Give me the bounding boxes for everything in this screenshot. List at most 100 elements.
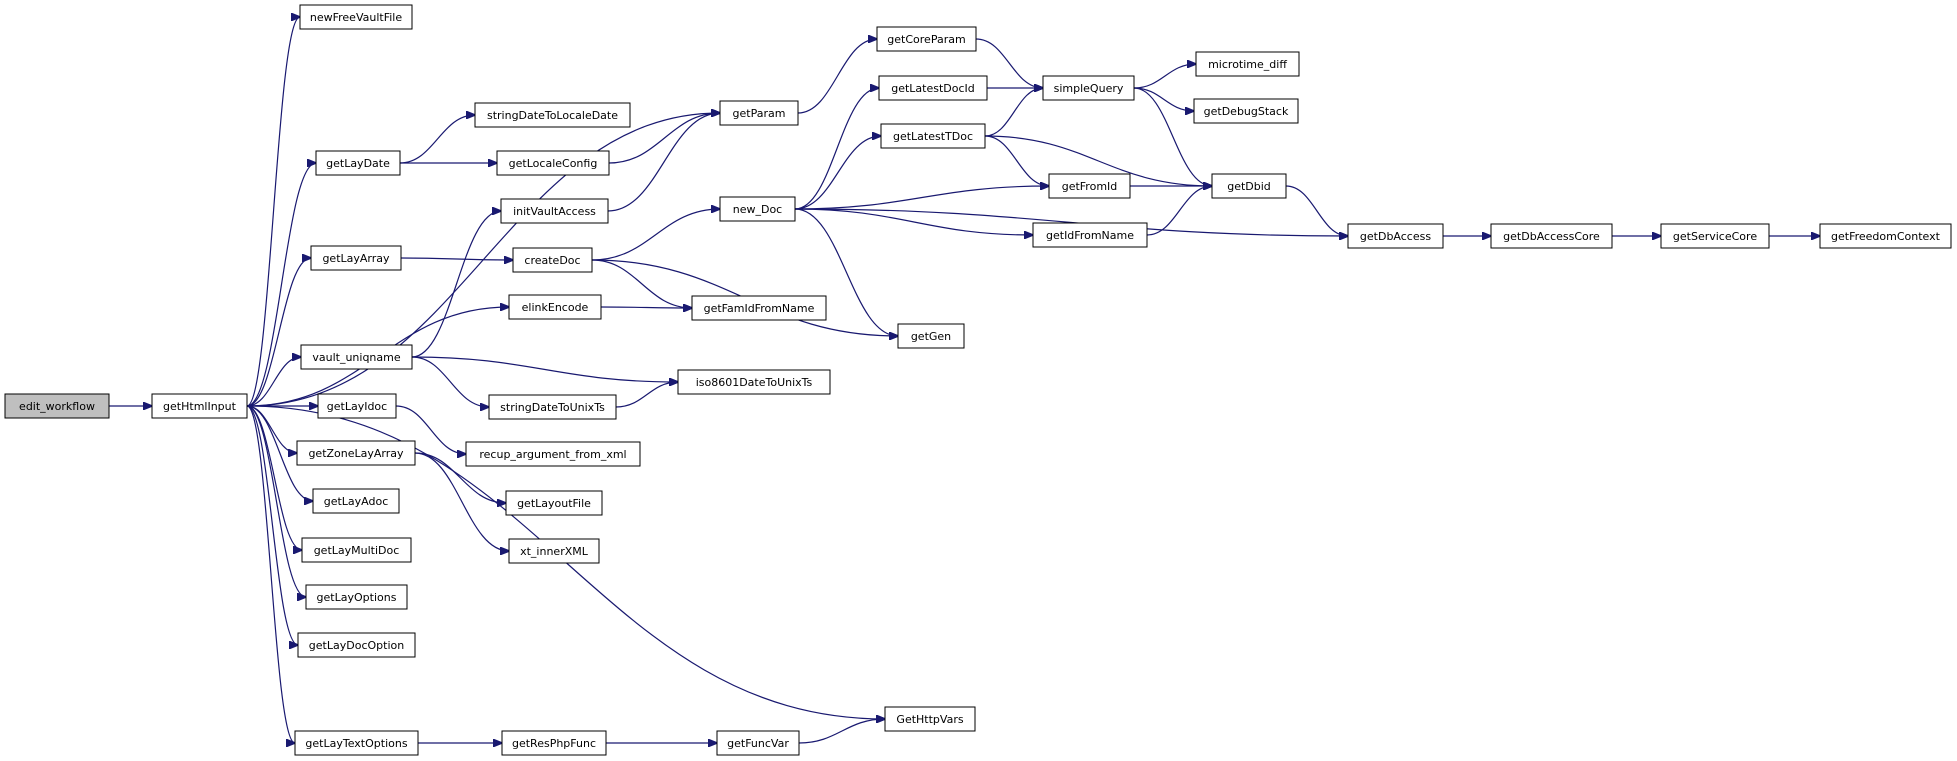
node-box xyxy=(897,323,965,349)
edge-getlatesttdoc-to-getfromid xyxy=(984,135,1049,186)
edge-createdoc-to-getfamidfromname xyxy=(591,259,692,308)
node-box xyxy=(719,100,799,126)
node-iso8601datetounixts[interactable]: iso8601DateToUnixTs xyxy=(677,369,831,395)
node-getlocaleconfig[interactable]: getLocaleConfig xyxy=(496,150,610,176)
node-getlaytextoptions[interactable]: getLayTextOptions xyxy=(294,730,419,756)
node-box xyxy=(1195,51,1300,77)
node-edit-workflow[interactable]: edit_workflow xyxy=(4,393,110,419)
node-getfreedomcontext[interactable]: getFreedomContext xyxy=(1819,223,1952,249)
edge-gethtmlinput-to-getlaymultidoc xyxy=(246,405,302,550)
node-getcoreparam[interactable]: getCoreParam xyxy=(876,26,977,52)
node-microtime-diff[interactable]: microtime_diff xyxy=(1195,51,1300,77)
edge-getparam-to-getcoreparam xyxy=(797,39,877,114)
edge-getfuncvar-to-gethttpvars xyxy=(798,719,885,744)
node-getlaymultidoc[interactable]: getLayMultiDoc xyxy=(301,537,412,563)
node-box xyxy=(677,369,831,395)
node-label: getLayDocOption xyxy=(309,639,404,652)
nodes-layer: edit_workflow getHtmlInput newFreeVaultFil… xyxy=(4,4,1952,756)
node-label: edit_workflow xyxy=(19,400,95,413)
node-getparam[interactable]: getParam xyxy=(719,100,799,126)
edge-vault-uniqname-to-stringdatetounixts xyxy=(411,356,489,407)
node-label: simpleQuery xyxy=(1054,82,1124,95)
node-box xyxy=(1819,223,1952,249)
node-createdoc[interactable]: createDoc xyxy=(512,247,593,273)
edge-new-doc-to-getgen xyxy=(794,208,898,336)
edge-getidfromname-to-getdbid xyxy=(1146,186,1212,236)
node-getfuncvar[interactable]: getFuncVar xyxy=(716,730,800,756)
edge-getlayarray-to-createdoc xyxy=(400,258,513,260)
node-label: stringDateToUnixTs xyxy=(500,401,605,414)
node-getlayarray[interactable]: getLayArray xyxy=(310,245,402,271)
node-box xyxy=(880,123,986,149)
edge-stringdatetounixts-to-iso8601datetounixts xyxy=(615,382,678,408)
node-box xyxy=(508,538,600,564)
edge-getlaydate-to-stringdatetolocaledate xyxy=(399,115,475,164)
node-box xyxy=(4,393,110,419)
node-getservicecore[interactable]: getServiceCore xyxy=(1660,223,1770,249)
node-box xyxy=(878,75,988,101)
node-label: getServiceCore xyxy=(1673,230,1757,243)
node-getlayoutfile[interactable]: getLayoutFile xyxy=(505,490,603,516)
node-label: getGen xyxy=(911,330,951,343)
node-box xyxy=(508,294,602,320)
node-getfromid[interactable]: getFromId xyxy=(1048,173,1131,199)
node-box xyxy=(500,198,609,224)
edge-gethtmlinput-to-getlayoptions xyxy=(246,405,306,597)
node-label: getFreedomContext xyxy=(1831,230,1941,243)
node-label: getDbAccess xyxy=(1360,230,1431,243)
node-getlaydocoption[interactable]: getLayDocOption xyxy=(297,632,416,658)
node-newfreevaultfile[interactable]: newFreeVaultFile xyxy=(299,4,413,30)
node-gethtmlinput[interactable]: getHtmlInput xyxy=(151,393,248,419)
node-new-doc[interactable]: new_Doc xyxy=(719,196,796,222)
node-getlayoptions[interactable]: getLayOptions xyxy=(305,584,408,610)
node-label: getCoreParam xyxy=(887,33,965,46)
node-label: initVaultAccess xyxy=(513,205,596,218)
node-xt-innerxml[interactable]: xt_innerXML xyxy=(508,538,600,564)
node-getdbaccess[interactable]: getDbAccess xyxy=(1347,223,1444,249)
node-getdbid[interactable]: getDbid xyxy=(1211,173,1287,199)
node-getfamidfromname[interactable]: getFamIdFromName xyxy=(691,295,827,321)
node-getlaydate[interactable]: getLayDate xyxy=(315,150,401,176)
node-label: getLayDate xyxy=(326,157,390,170)
node-getgen[interactable]: getGen xyxy=(897,323,965,349)
edge-gethtmlinput-to-getlaytextoptions xyxy=(246,405,295,743)
node-vault-uniqname[interactable]: vault_uniqname xyxy=(300,344,413,370)
node-getidfromname[interactable]: getIdFromName xyxy=(1032,222,1148,248)
edge-gethtmlinput-to-getlaydate xyxy=(246,163,316,407)
node-elinkencode[interactable]: elinkEncode xyxy=(508,294,602,320)
node-stringdatetounixts[interactable]: stringDateToUnixTs xyxy=(488,394,617,420)
node-label: elinkEncode xyxy=(522,301,589,314)
node-box xyxy=(496,150,610,176)
node-getdbaccesscore[interactable]: getDbAccessCore xyxy=(1490,223,1613,249)
edge-getzonelayarray-to-getlayoutfile xyxy=(414,452,506,503)
node-getresphpfunc[interactable]: getResPhpFunc xyxy=(501,730,607,756)
node-label: getResPhpFunc xyxy=(512,737,596,750)
node-gethttpvars[interactable]: GetHttpVars xyxy=(884,706,976,732)
node-stringdatetolocaledate[interactable]: stringDateToLocaleDate xyxy=(474,102,631,128)
node-label: getFuncVar xyxy=(727,737,789,750)
node-box xyxy=(465,441,641,467)
edge-new-doc-to-getidfromname xyxy=(794,208,1033,235)
node-box xyxy=(297,632,416,658)
node-getdebugstack[interactable]: getDebugStack xyxy=(1193,98,1299,124)
node-getlatestdocid[interactable]: getLatestDocId xyxy=(878,75,988,101)
node-box xyxy=(310,245,402,271)
node-box xyxy=(317,393,397,419)
edge-getlayidoc-to-recup-argument-from-xml xyxy=(395,405,466,454)
node-recup-argument-from-xml[interactable]: recup_argument_from_xml xyxy=(465,441,641,467)
node-getlatesttdoc[interactable]: getLatestTDoc xyxy=(880,123,986,149)
node-getlayidoc[interactable]: getLayIdoc xyxy=(317,393,397,419)
node-simplequery[interactable]: simpleQuery xyxy=(1042,75,1135,101)
node-initvaultaccess[interactable]: initVaultAccess xyxy=(500,198,609,224)
node-label: xt_innerXML xyxy=(520,545,589,558)
node-label: new_Doc xyxy=(733,203,782,216)
node-getlayadoc[interactable]: getLayAdoc xyxy=(312,488,400,514)
node-box xyxy=(299,4,413,30)
edge-vault-uniqname-to-iso8601datetounixts xyxy=(411,356,678,382)
edge-initvaultaccess-to-getparam xyxy=(607,113,720,212)
node-box xyxy=(884,706,976,732)
node-getzonelayarray[interactable]: getZoneLayArray xyxy=(296,440,416,466)
node-label: getDebugStack xyxy=(1204,105,1289,118)
node-box xyxy=(294,730,419,756)
edge-createdoc-to-new-doc xyxy=(591,209,720,261)
